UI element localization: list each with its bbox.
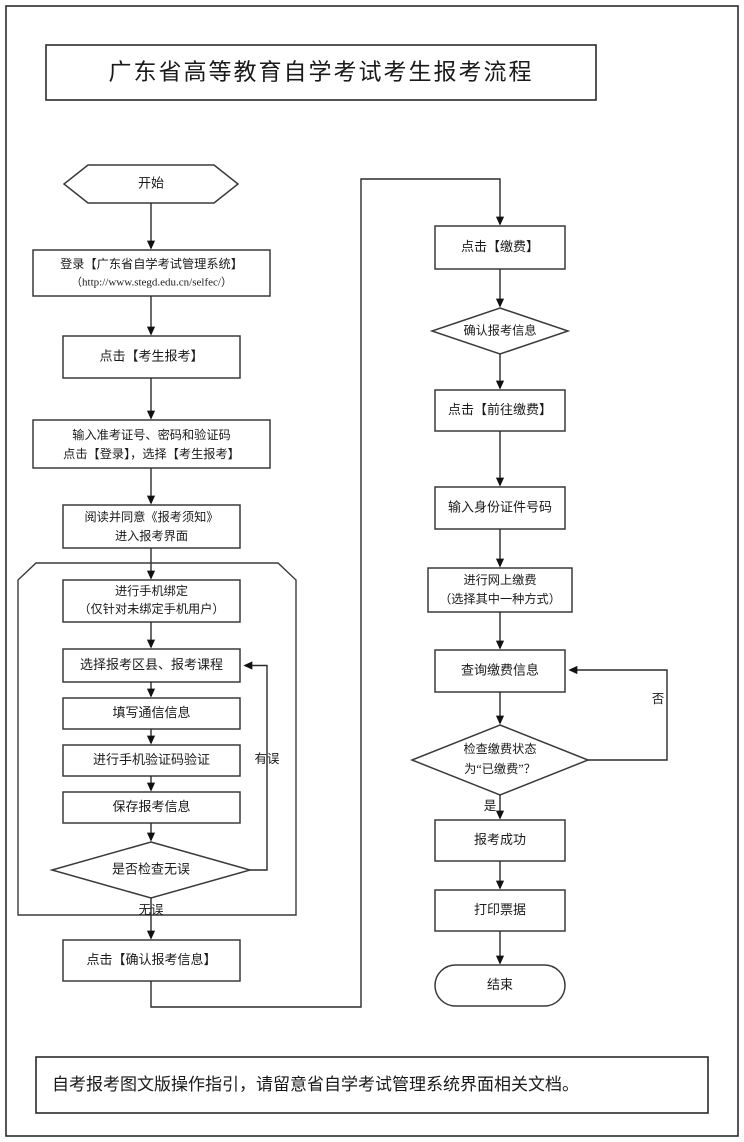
- edge-label-no: 否: [652, 692, 665, 706]
- node-save-info-label: 保存报考信息: [112, 799, 190, 814]
- node-login-line2: （http://www.stegd.edu.cn/selfec/）: [71, 276, 232, 289]
- node-select-district-label: 选择报考区县、报考课程: [80, 657, 223, 672]
- node-notice-line1: 阅读并同意《报考须知》: [84, 509, 218, 524]
- node-query-payment: [434, 649, 566, 693]
- edge-label-error: 有误: [254, 752, 280, 766]
- node-credentials-line1: 输入准考证号、密码和验证码: [72, 427, 230, 442]
- group-box-application-steps: [17, 562, 297, 916]
- node-login-line1: 登录【广东省自学考试管理系统】: [60, 256, 243, 271]
- node-print-receipt-label: 打印票据: [474, 902, 526, 917]
- node-enter-credentials: [32, 419, 271, 469]
- node-click-apply-label: 点击【考生报考】: [99, 348, 203, 363]
- node-online-payment-line1: 进行网上缴费: [463, 572, 536, 587]
- node-click-goto-pay-label: 点击【前往缴费】: [448, 402, 552, 417]
- node-click-goto-pay: [434, 389, 566, 432]
- node-credentials-line2: 点击【登录】，选择【考生报考】: [63, 446, 240, 461]
- node-verify-sms: [62, 744, 241, 777]
- node-online-payment-line2: （选择其中一种方式）: [439, 591, 561, 606]
- node-end-label: 结束: [487, 977, 513, 992]
- node-click-apply: [62, 335, 241, 379]
- footer-note: 自考报考图文版操作指引，请留意省自学考试管理系统界面相关文档。: [52, 1075, 579, 1094]
- edge-confirm-to-click-pay: [150, 178, 505, 1008]
- edge-payment-no-loop: [568, 665, 668, 761]
- node-confirm-info: [62, 939, 241, 982]
- page-title: 广东省高等教育自学考试考生报考流程: [109, 59, 534, 84]
- node-online-payment: [427, 567, 573, 613]
- node-verify-sms-label: 进行手机验证码验证: [93, 752, 210, 767]
- node-query-payment-label: 查询缴费信息: [461, 662, 539, 677]
- node-start-label: 开始: [138, 175, 164, 190]
- node-save-info: [62, 791, 241, 824]
- edge-label-yes: 是: [484, 799, 497, 813]
- node-payment-status-line2: 为“已缴费”？: [464, 761, 536, 776]
- edge-error-loop: [243, 661, 268, 871]
- node-enter-id-label: 输入身份证件号码: [448, 499, 552, 514]
- node-fill-contact-label: 填写通信信息: [112, 705, 190, 720]
- node-confirm-info-label: 点击【确认报考信息】: [86, 952, 216, 967]
- node-confirm-apply-info-label: 确认报考信息: [463, 322, 536, 337]
- node-bind-phone-line2: （仅针对未绑定手机用户）: [78, 601, 224, 616]
- node-apply-success-label: 报考成功: [474, 832, 526, 847]
- node-enter-id-number: [434, 486, 566, 530]
- node-read-notice: [62, 504, 241, 549]
- title-box: [45, 44, 597, 101]
- footer-box: [35, 1056, 709, 1114]
- node-end: [434, 964, 566, 1007]
- node-payment-status-line1: 检查缴费状态: [463, 741, 536, 756]
- node-notice-line2: 进入报考界面: [115, 528, 188, 543]
- node-click-pay: [434, 225, 566, 270]
- node-start: [62, 164, 240, 204]
- node-check-decision-label: 是否检查无误: [112, 861, 190, 876]
- edge-label-no-error: 无误: [138, 903, 164, 917]
- node-select-district: [62, 648, 241, 683]
- node-payment-status-decision: [409, 724, 591, 796]
- node-bind-phone-line1: 进行手机绑定: [115, 583, 188, 598]
- node-bind-phone: [62, 579, 241, 623]
- page-border: [5, 5, 739, 1137]
- node-click-pay-label: 点击【缴费】: [461, 239, 539, 254]
